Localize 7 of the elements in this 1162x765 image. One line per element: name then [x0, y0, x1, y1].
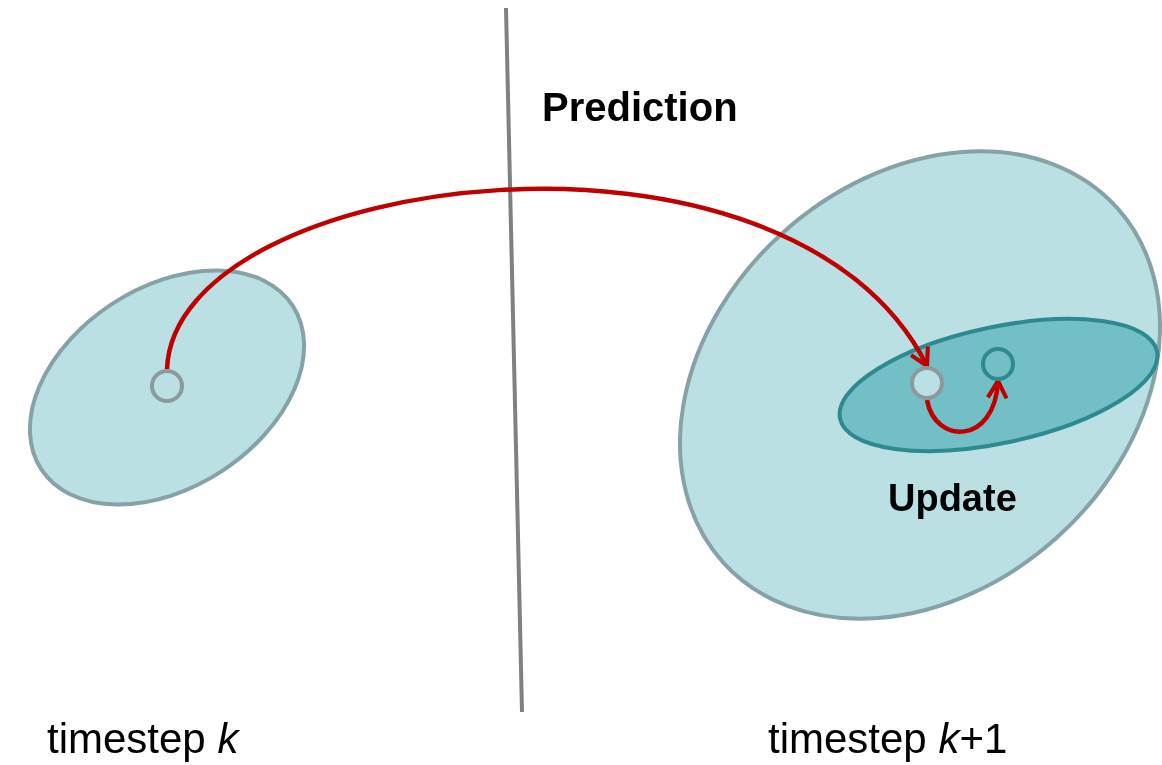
- arrow: [924, 378, 1008, 434]
- edge-label: Prediction: [542, 85, 738, 130]
- uncertainty-ellipse: [835, 315, 1162, 455]
- timestep-label: timestep k+1: [768, 715, 1008, 763]
- arrow: [164, 187, 930, 370]
- edge-label: Update: [888, 477, 1017, 520]
- timestep-label: timestep k: [47, 715, 239, 763]
